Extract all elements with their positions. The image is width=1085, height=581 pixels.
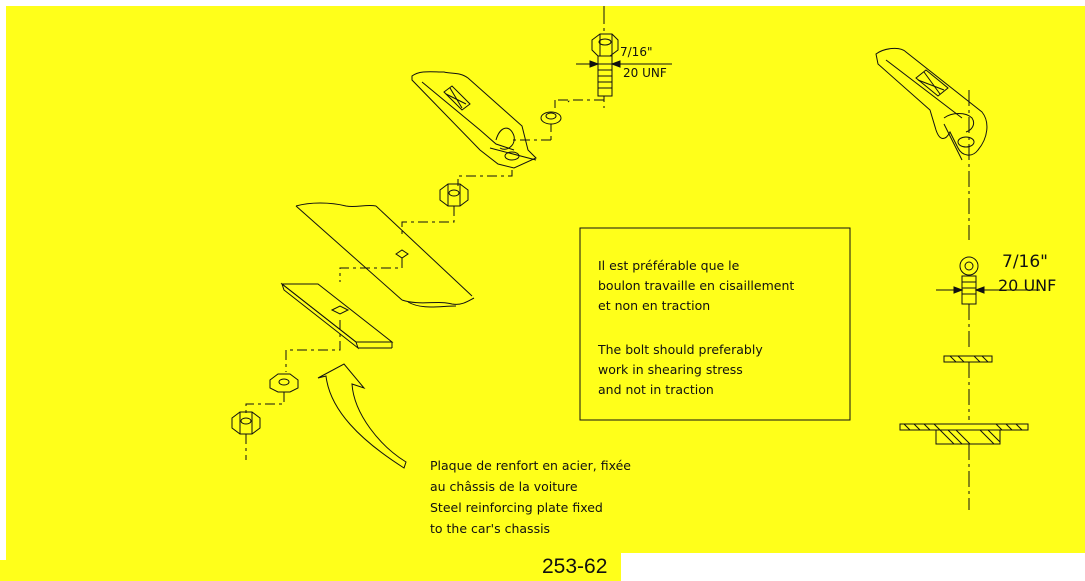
note-line: The bolt should preferably xyxy=(598,342,763,357)
note-line: et non en traction xyxy=(598,298,711,313)
note-line: Steel reinforcing plate fixed xyxy=(430,500,603,515)
top-washer xyxy=(512,100,562,141)
note-line: work in shearing stress xyxy=(598,362,743,377)
margin-area xyxy=(621,553,1085,581)
margin-left xyxy=(0,0,6,560)
note-box xyxy=(579,227,851,421)
right-hook-bracket xyxy=(875,47,988,240)
note-shear-french: Il est préférable que le boulon travaill… xyxy=(598,256,794,316)
note-line: Il est préférable que le xyxy=(598,258,740,273)
side-bolt xyxy=(899,256,1040,510)
note-shear-english: The bolt should preferably work in shear… xyxy=(598,340,763,400)
margin-top xyxy=(0,0,1085,6)
note-line: to the car's chassis xyxy=(430,521,551,536)
note-line: and not in traction xyxy=(598,382,714,397)
side-bolt-diameter: 7/16" xyxy=(1002,252,1048,272)
note-line: boulon travaille en cisaillement xyxy=(598,278,795,293)
center-stack xyxy=(231,170,513,460)
pointer-arrow xyxy=(317,363,407,469)
note-line: au châssis de la voiture xyxy=(430,479,578,494)
top-hook-bracket xyxy=(411,71,537,169)
figure-number: 253-62 xyxy=(542,555,608,578)
top-bolt-thread: 20 UNF xyxy=(623,66,667,80)
note-line: Plaque de renfort en acier, fixée xyxy=(430,458,631,473)
top-bolt xyxy=(555,6,672,108)
note-plate: Plaque de renfort en acier, fixée au châ… xyxy=(430,455,631,539)
top-bolt-diameter: 7/16" xyxy=(620,45,653,59)
side-bolt-thread: 20 UNF xyxy=(998,276,1057,295)
